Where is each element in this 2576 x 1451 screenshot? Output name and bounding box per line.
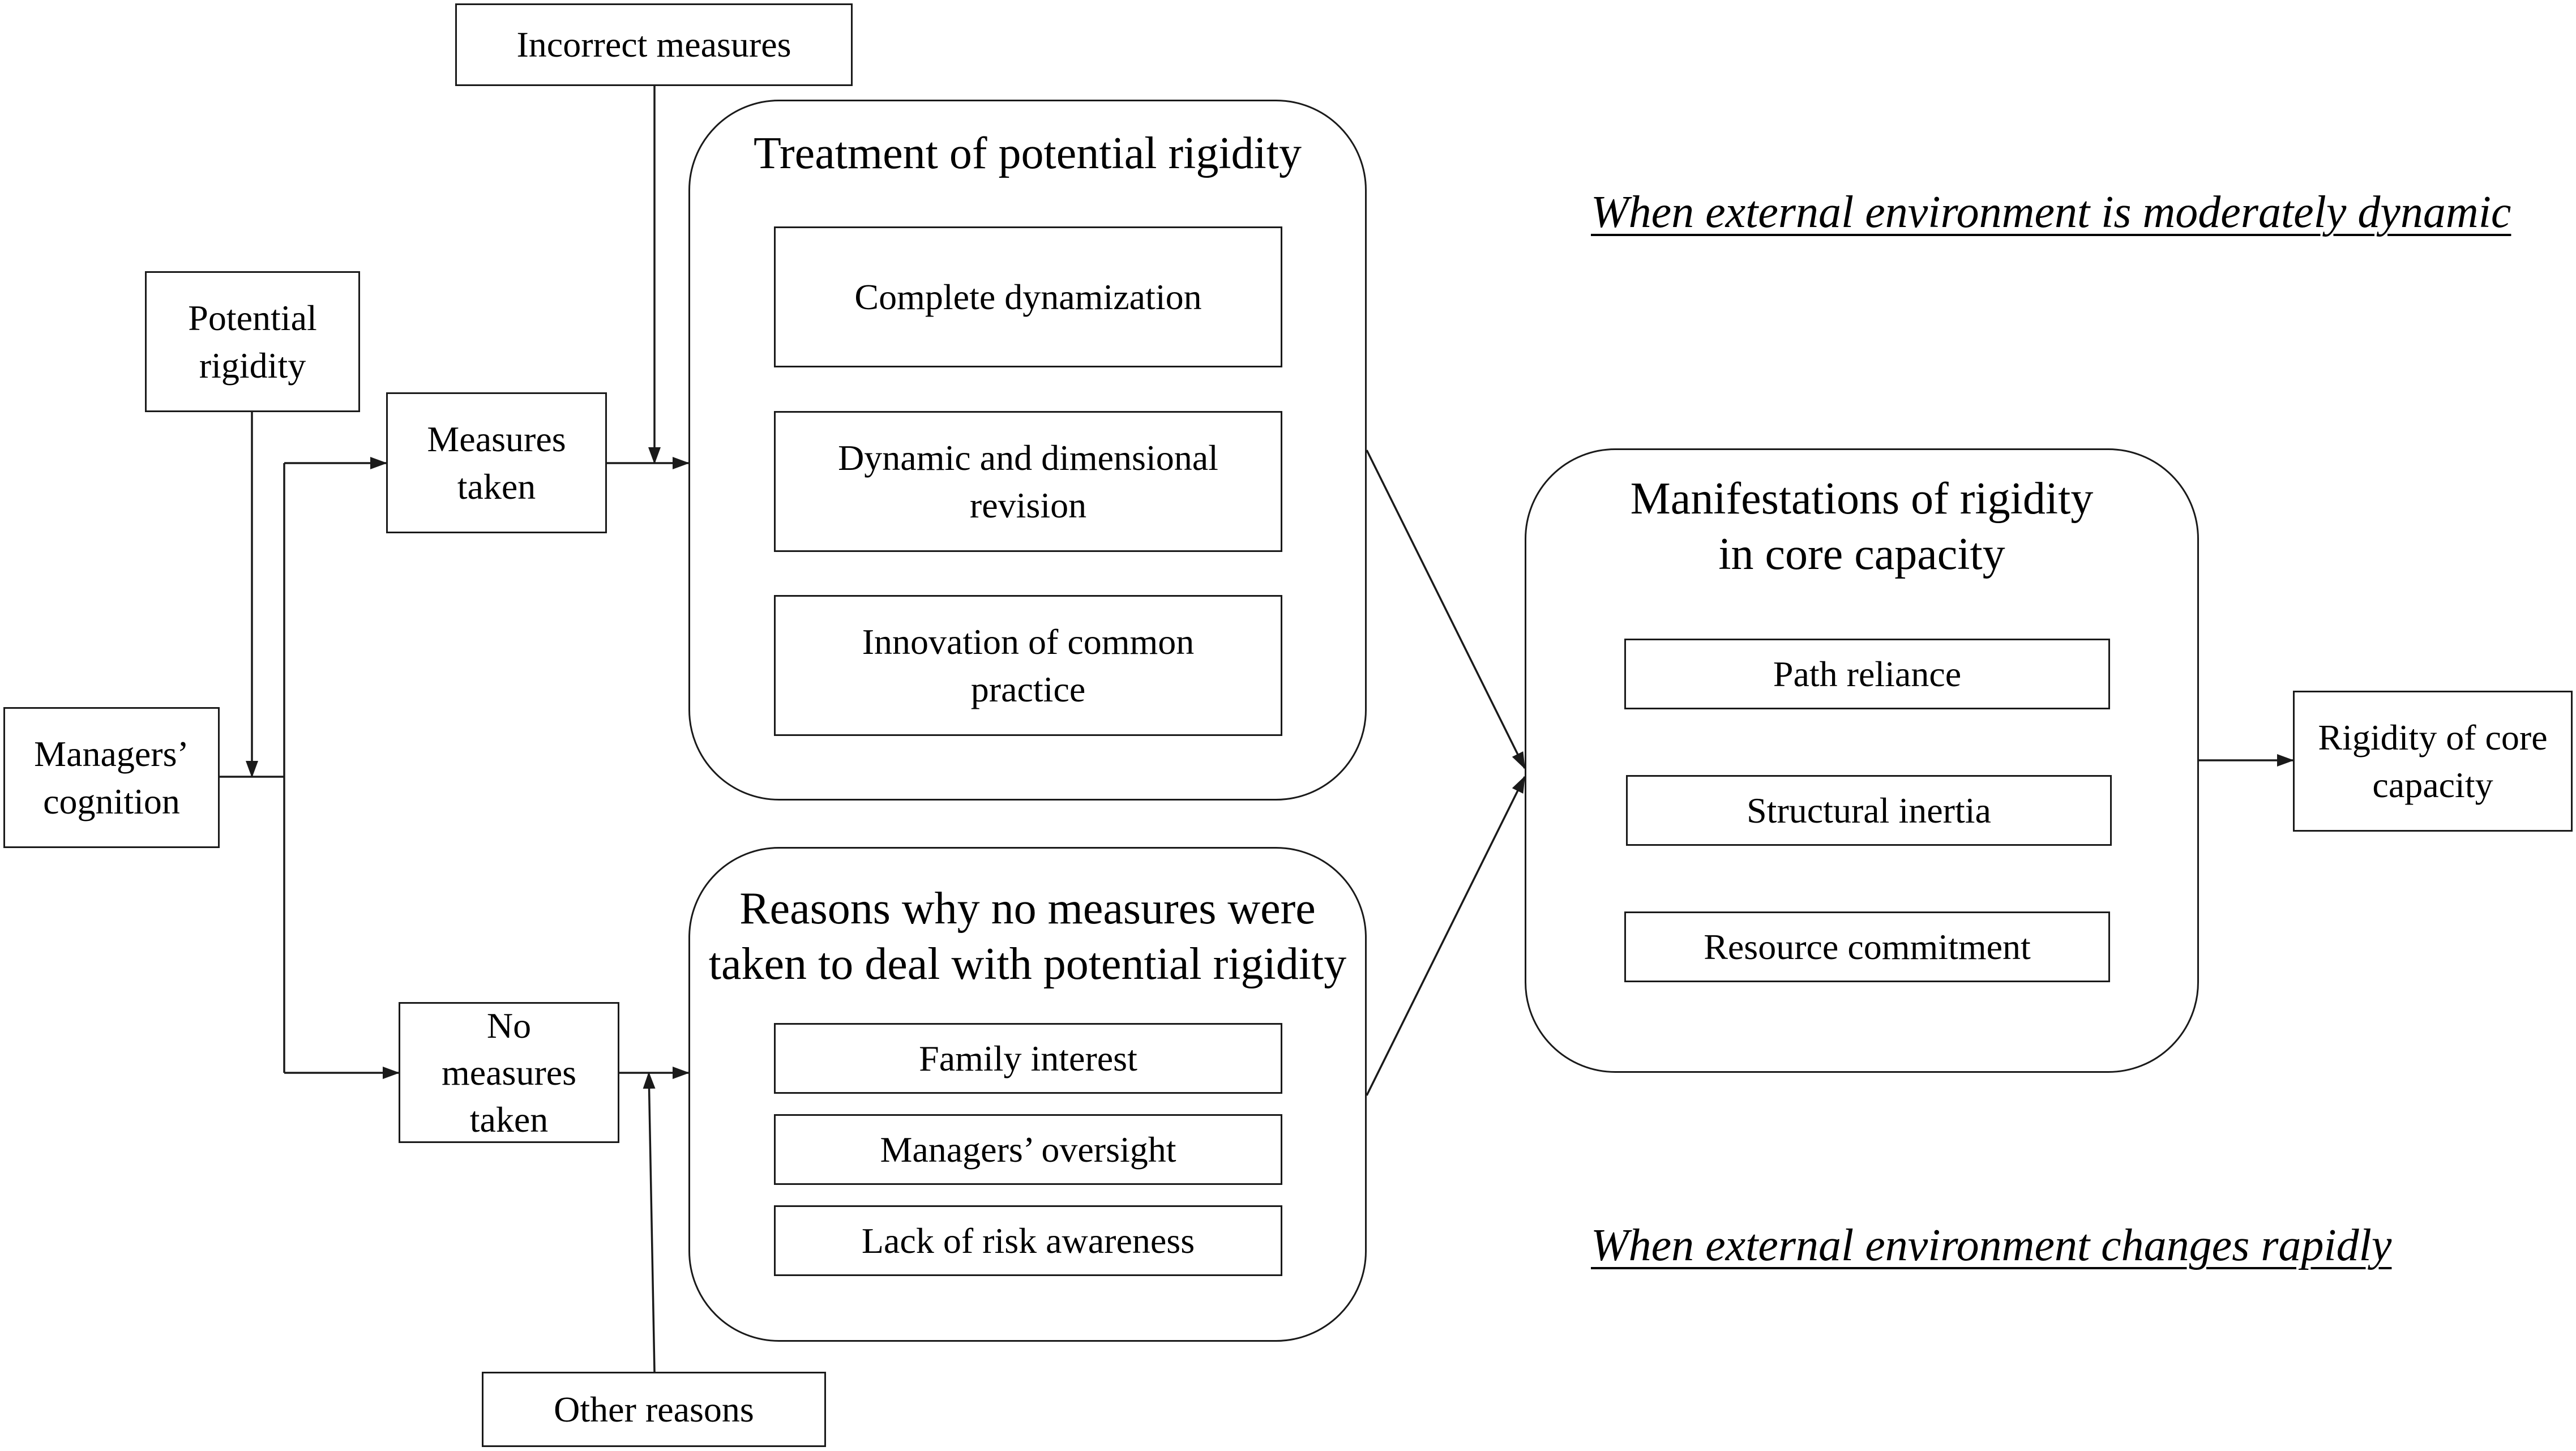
potential-rigidity-box: Potential rigidity — [145, 271, 360, 412]
note-changes-rapidly: When external environment changes rapidl… — [1591, 1221, 2392, 1270]
reasons-item-managers-oversight: Managers’ oversight — [774, 1114, 1282, 1185]
no-measures-taken-box: No measures taken — [399, 1002, 619, 1143]
incorrect-measures-box: Incorrect measures — [455, 3, 853, 86]
treatment-item-innovation: Innovation of common practice — [774, 595, 1282, 736]
treatment-group-title: Treatment of potential rigidity — [753, 129, 1302, 178]
measures-taken-box: Measures taken — [386, 392, 607, 533]
treatment-item-complete-dynamization: Complete dynamization — [774, 226, 1282, 367]
link-treatment-to-manifest — [1366, 450, 1526, 769]
reasons-item-family-interest: Family interest — [774, 1023, 1282, 1094]
treatment-item-dynamic-revision: Dynamic and dimensional revision — [774, 411, 1282, 552]
link-reasons-to-manifest — [1366, 776, 1526, 1096]
reasons-item-lack-of-risk-awareness: Lack of risk awareness — [774, 1205, 1282, 1276]
link-other-reasons-up — [643, 1072, 656, 1372]
manifestations-group-title: Manifestations of rigidity in core capac… — [1630, 474, 2094, 579]
reasons-group-title: Reasons why no measures were taken to de… — [708, 884, 1347, 989]
manifest-item-path-reliance: Path reliance — [1624, 639, 2110, 709]
rigidity-core-capacity-box: Rigidity of core capacity — [2293, 691, 2573, 832]
note-moderately-dynamic: When external environment is moderately … — [1591, 187, 2511, 237]
manifest-item-resource-commitment: Resource commitment — [1624, 911, 2110, 982]
other-reasons-box: Other reasons — [482, 1372, 826, 1447]
manifest-item-structural-inertia: Structural inertia — [1626, 775, 2112, 846]
managers-cognition-box: Managers’ cognition — [3, 707, 220, 848]
